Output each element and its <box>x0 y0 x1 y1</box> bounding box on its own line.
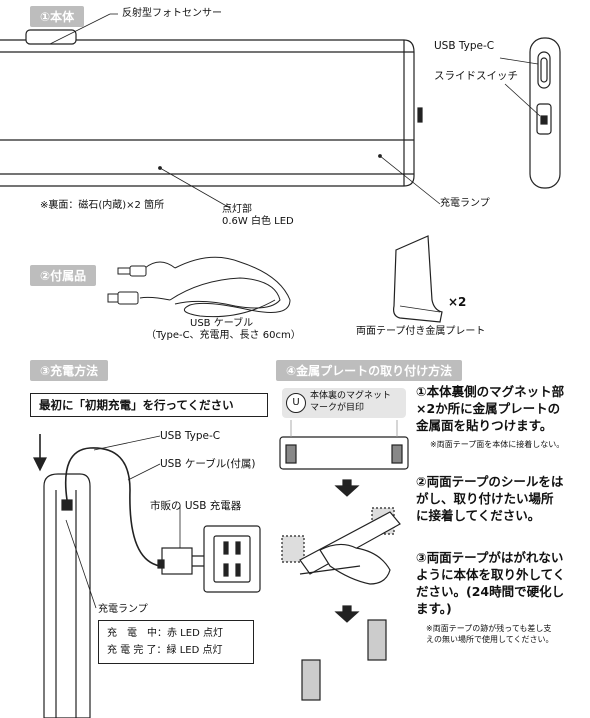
photo-sensor <box>25 29 77 45</box>
metal-plate-illustration <box>393 235 443 323</box>
step1-line3: 金属面を貼りつけます。 <box>416 418 553 433</box>
cable-spec: （Type-C、充電用、長さ 60cm） <box>146 330 301 341</box>
mount-body-illustration <box>279 436 409 470</box>
step3-line4: ます。) <box>416 601 452 616</box>
wall-outlet-illustration <box>203 525 261 593</box>
step3-note1: ※両面テープの跡が残っても差し支 <box>426 624 552 633</box>
magnet-icon: U <box>286 393 306 413</box>
charger-label: 市販の USB 充電器 <box>150 500 242 512</box>
peel-tape-illustration <box>281 507 401 585</box>
charging-lamp-title: 充電ランプ <box>98 604 148 615</box>
charging-cable-label: USB ケーブル(付属) <box>160 458 256 470</box>
usb-cable-illustration <box>107 256 291 318</box>
usb-charger-illustration <box>157 547 212 575</box>
magnet-mark-line2: マークが目印 <box>310 403 365 413</box>
charging-status-box: 充 電 中：赤 LED 点灯 充 電 完 了：緑 LED 点灯 <box>98 620 254 664</box>
step2-line1: ②両面テープのシールをは <box>416 474 564 489</box>
step1-line2: ×2か所に金属プレートの <box>416 401 561 416</box>
slide-switch-label: スライドスイッチ <box>434 70 518 82</box>
magnet-mark-callout: U 本体裏のマグネット マークが目印 <box>282 388 406 418</box>
charge-lamp-label: 充電ランプ <box>440 198 490 209</box>
step3-line1: ③両面テープがはがれない <box>416 550 564 565</box>
plate-right <box>367 619 387 661</box>
step3-line3: ださい。(24時間で硬化し <box>416 584 565 599</box>
section-label-accessories: ②付属品 <box>30 265 97 286</box>
light-body-illustration <box>0 39 423 187</box>
sensor-label: 反射型フォトセンサー <box>122 8 222 19</box>
cable-label: USB ケーブル <box>190 318 254 329</box>
section-label-charging: ③充電方法 <box>30 360 109 381</box>
lamp-label: 点灯部 <box>222 204 252 215</box>
first-charge-notice: 最初に「初期充電」を行ってください <box>30 393 268 417</box>
section-label-body: ①本体 <box>30 6 85 27</box>
step3-note2: えの無い場所で使用してください。 <box>426 635 554 644</box>
plate-quantity: ×2 <box>448 295 467 309</box>
step1-note: ※両面テープ面を本体に接着しない。 <box>430 440 565 449</box>
back-magnet-note: ※裏面：磁石(内蔵)×2 箇所 <box>40 200 165 211</box>
charging-usb-type-c-label: USB Type-C <box>160 430 221 442</box>
step1-line1: ①本体裏側のマグネット部 <box>416 384 565 399</box>
plate-label: 両面テープ付き金属プレート <box>356 326 486 337</box>
charging-light-illustration <box>43 473 91 718</box>
step2-line3: に接着してください。 <box>416 508 541 523</box>
section-label-mounting: ④金属プレートの取り付け方法 <box>276 360 463 381</box>
step3-line2: ように本体を取り外してく <box>416 567 566 582</box>
plate-left <box>301 659 321 701</box>
status-charging: 充 電 中：赤 LED 点灯 <box>107 628 223 639</box>
side-view-illustration <box>529 37 561 189</box>
usb-type-c-label: USB Type-C <box>434 40 495 52</box>
lamp-spec: 0.6W 白色 LED <box>222 216 294 227</box>
magnet-mark-line1: 本体裏のマグネット <box>310 391 392 401</box>
status-complete: 充 電 完 了：緑 LED 点灯 <box>107 645 223 656</box>
step2-line2: がし、取り付けたい場所 <box>416 491 554 506</box>
